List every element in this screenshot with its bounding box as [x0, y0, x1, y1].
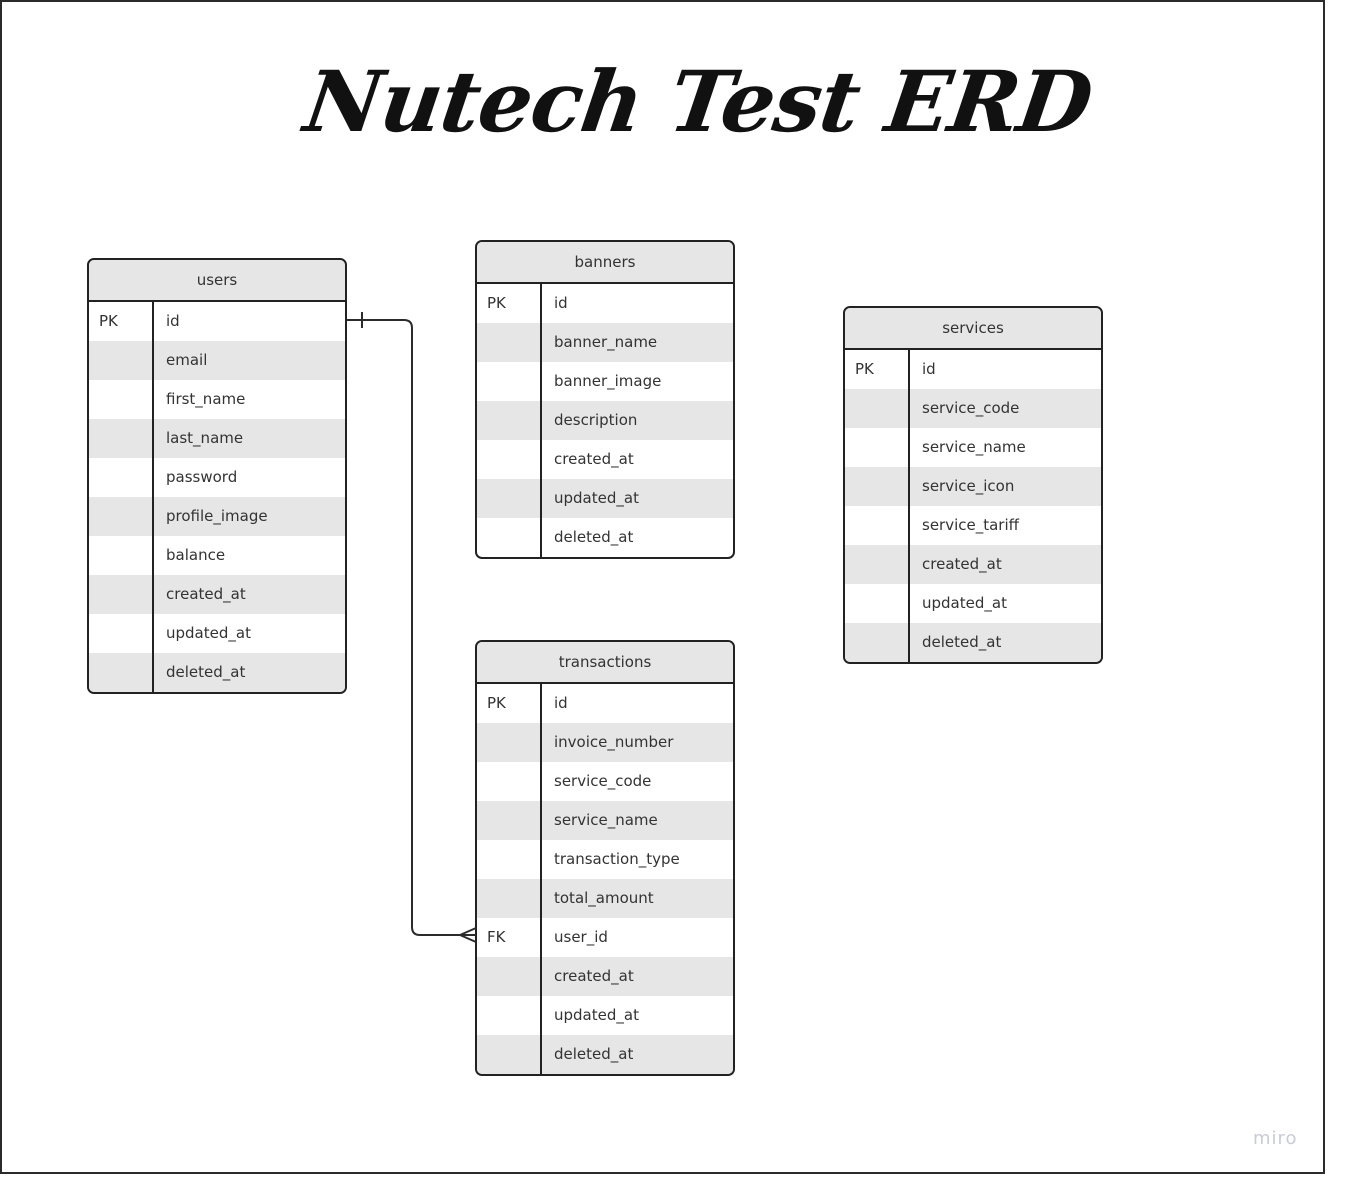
table-row[interactable]: banner_image [477, 362, 733, 401]
table-header: services [845, 308, 1101, 350]
column-name: service_code [554, 772, 652, 790]
column-name: deleted_at [554, 528, 634, 546]
column-name: balance [166, 546, 226, 564]
column-name: first_name [166, 390, 246, 408]
table-transactions[interactable]: transactions PK id invoice_number service_c… [475, 640, 735, 1076]
key-cell: PK [487, 694, 506, 712]
table-row[interactable]: service_code [845, 389, 1101, 428]
column-name: service_name [554, 811, 658, 829]
column-name: email [166, 351, 208, 369]
table-row[interactable]: profile_image [89, 497, 345, 536]
column-name: created_at [554, 450, 634, 468]
table-rows: PK id email first_name last_name password prof… [89, 302, 345, 692]
column-name: banner_image [554, 372, 662, 390]
table-row[interactable]: service_tariff [845, 506, 1101, 545]
table-row[interactable]: PK id [477, 284, 733, 323]
column-name: updated_at [166, 624, 251, 642]
miro-watermark: miro [1253, 1128, 1298, 1149]
key-cell: PK [855, 360, 874, 378]
column-name: user_id [554, 928, 608, 946]
table-row[interactable]: updated_at [89, 614, 345, 653]
table-row[interactable]: first_name [89, 380, 345, 419]
column-name: deleted_at [922, 633, 1002, 651]
table-row[interactable]: PK id [845, 350, 1101, 389]
column-name: updated_at [554, 1006, 639, 1024]
column-name: updated_at [922, 594, 1007, 612]
column-name: id [166, 312, 180, 330]
table-row[interactable]: deleted_at [477, 1035, 733, 1074]
table-rows: PK id invoice_number service_code service_na… [477, 684, 733, 1074]
column-name: deleted_at [166, 663, 246, 681]
table-row[interactable]: created_at [89, 575, 345, 614]
column-name: description [554, 411, 638, 429]
key-cell: PK [487, 294, 506, 312]
table-row[interactable]: created_at [477, 440, 733, 479]
table-row[interactable]: PK id [89, 302, 345, 341]
column-name: invoice_number [554, 733, 674, 751]
table-row[interactable]: PK id [477, 684, 733, 723]
table-header: users [89, 260, 345, 302]
column-name: created_at [166, 585, 246, 603]
table-row[interactable]: balance [89, 536, 345, 575]
table-row[interactable]: updated_at [845, 584, 1101, 623]
column-name: profile_image [166, 507, 268, 525]
table-row[interactable]: created_at [477, 957, 733, 996]
table-row[interactable]: password [89, 458, 345, 497]
table-row[interactable]: service_name [477, 801, 733, 840]
table-rows: PK id service_code service_name service_icon… [845, 350, 1101, 662]
table-row[interactable]: updated_at [477, 479, 733, 518]
many-marker-top [459, 927, 477, 936]
column-name: banner_name [554, 333, 658, 351]
table-row[interactable]: total_amount [477, 879, 733, 918]
column-name: transaction_type [554, 850, 680, 868]
table-row[interactable]: last_name [89, 419, 345, 458]
table-row[interactable]: invoice_number [477, 723, 733, 762]
table-row[interactable]: created_at [845, 545, 1101, 584]
column-name: created_at [922, 555, 1002, 573]
column-name: password [166, 468, 238, 486]
table-row[interactable]: deleted_at [845, 623, 1101, 662]
column-name: service_name [922, 438, 1026, 456]
table-header: banners [477, 242, 733, 284]
column-name: id [554, 694, 568, 712]
column-name: updated_at [554, 489, 639, 507]
column-name: deleted_at [554, 1045, 634, 1063]
table-row[interactable]: service_icon [845, 467, 1101, 506]
table-row[interactable]: FK user_id [477, 918, 733, 957]
table-row[interactable]: email [89, 341, 345, 380]
table-row[interactable]: transaction_type [477, 840, 733, 879]
column-name: service_icon [922, 477, 1015, 495]
relationship-users-transactions[interactable] [347, 312, 477, 943]
many-marker-bottom [459, 934, 477, 943]
table-row[interactable]: updated_at [477, 996, 733, 1035]
table-header: transactions [477, 642, 733, 684]
column-name: last_name [166, 429, 244, 447]
column-name: created_at [554, 967, 634, 985]
table-row[interactable]: service_code [477, 762, 733, 801]
table-row[interactable]: description [477, 401, 733, 440]
relationship-connector [347, 319, 476, 936]
column-name: id [922, 360, 936, 378]
key-cell: FK [487, 928, 506, 946]
column-name: total_amount [554, 889, 654, 907]
column-name: service_code [922, 399, 1020, 417]
table-row[interactable]: deleted_at [89, 653, 345, 692]
key-cell: PK [99, 312, 118, 330]
table-row[interactable]: deleted_at [477, 518, 733, 557]
table-row[interactable]: banner_name [477, 323, 733, 362]
column-name: service_tariff [922, 516, 1019, 534]
column-name: id [554, 294, 568, 312]
table-rows: PK id banner_name banner_image description cr… [477, 284, 733, 557]
table-row[interactable]: service_name [845, 428, 1101, 467]
